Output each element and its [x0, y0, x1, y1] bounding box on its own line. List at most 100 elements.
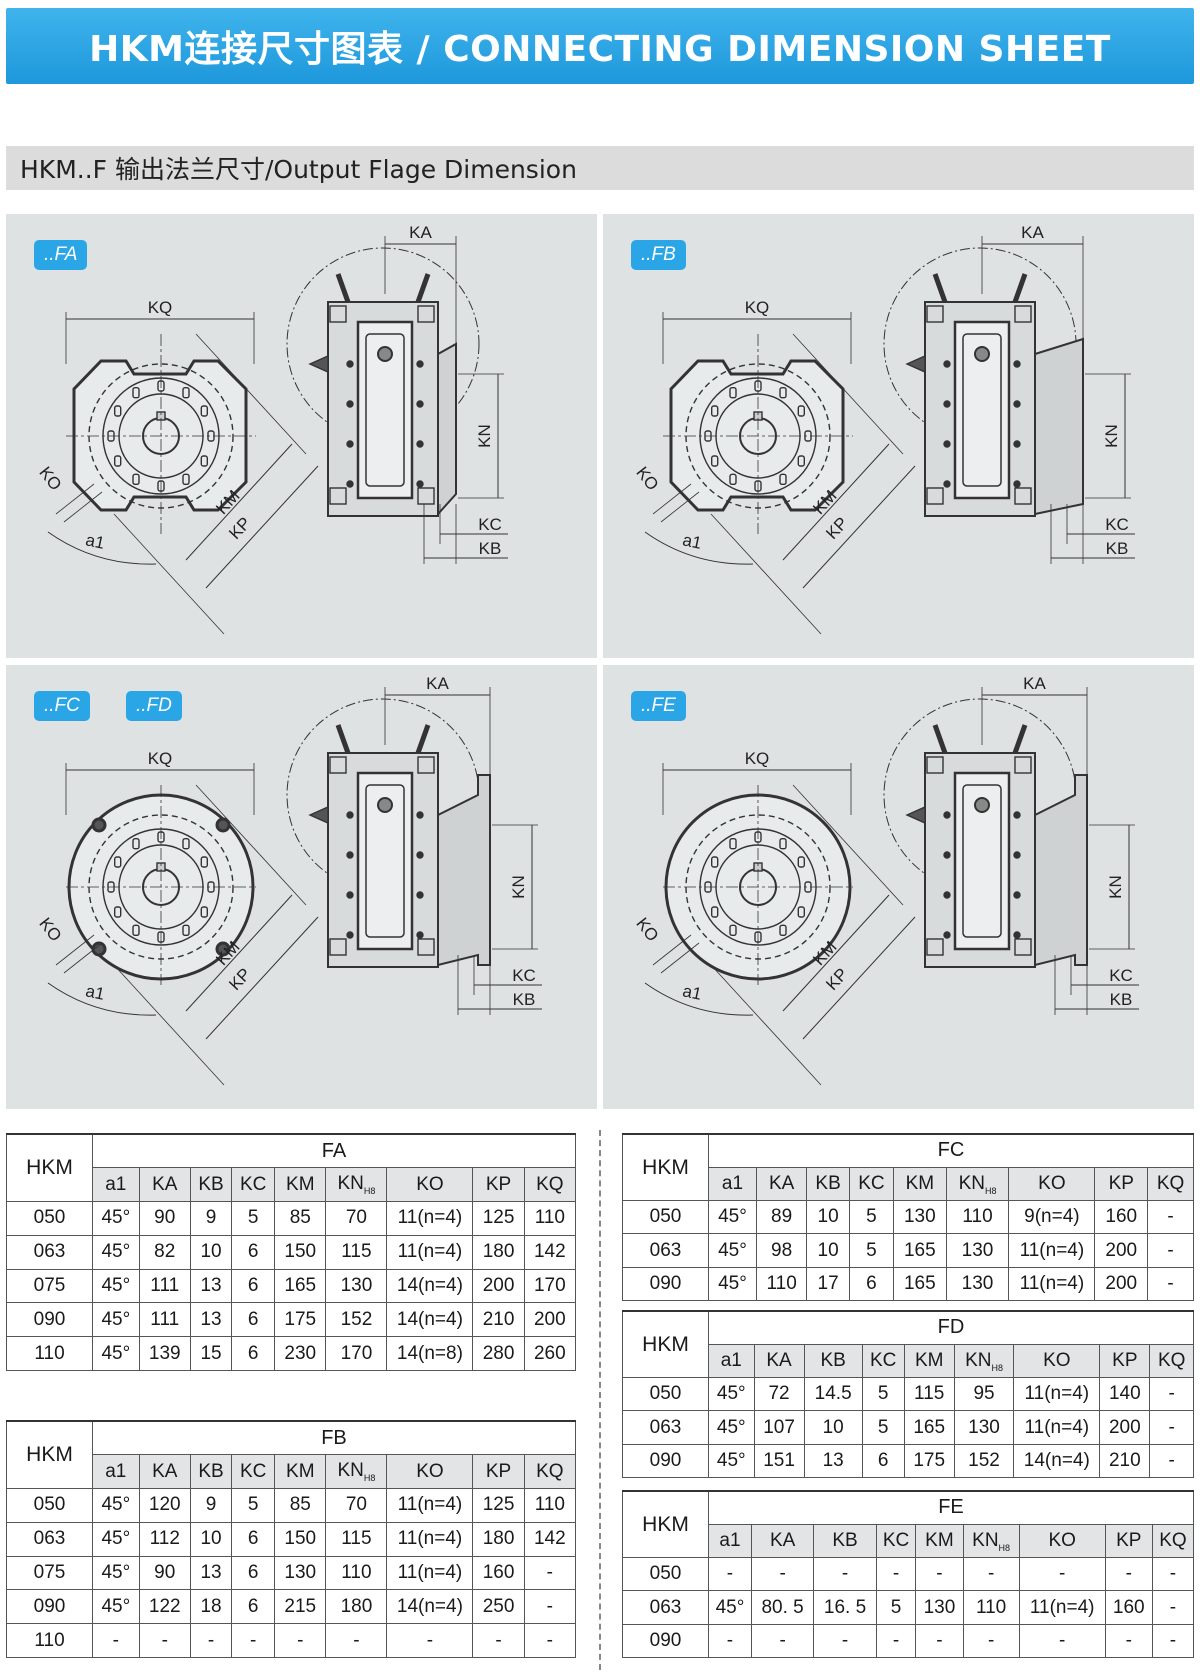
value-cell: -	[708, 1623, 752, 1659]
column-header-label: KC	[239, 1460, 267, 1482]
ko-label: KO	[632, 914, 662, 945]
value-cell: 130	[953, 1410, 1015, 1445]
value-cell: 130	[892, 1200, 947, 1235]
rib-slot	[113, 405, 122, 417]
column-header-cell: KO	[386, 1454, 474, 1490]
column-header-cell: KB	[189, 1454, 233, 1490]
a1-label: a1	[681, 530, 703, 553]
column-header-cell: KA	[755, 1166, 808, 1202]
value-cell: 45°	[92, 1268, 140, 1304]
bolt-dot	[416, 891, 424, 899]
column-header-cell: KQ	[523, 1454, 577, 1490]
rib-slot	[132, 924, 140, 937]
column-header-cell: KO	[386, 1167, 474, 1203]
value-cell: -	[1018, 1557, 1106, 1592]
kb-label: KB	[1110, 990, 1133, 1009]
value-cell: 5	[875, 1590, 917, 1625]
value-cell: -	[1147, 1200, 1194, 1235]
km-extension	[792, 784, 904, 906]
value-cell: -	[1151, 1590, 1195, 1625]
ko-leader	[63, 942, 103, 974]
column-header-cell: KM	[915, 1523, 964, 1559]
value-cell: 6	[231, 1521, 276, 1557]
value-cell: -	[274, 1623, 327, 1658]
cover-inner	[365, 333, 405, 487]
value-cell: 45°	[708, 1233, 757, 1268]
row-header-cell: HKM	[622, 1490, 709, 1559]
value-cell: 11(n=4)	[386, 1521, 474, 1557]
ko-leader	[652, 934, 692, 966]
vent-plug	[974, 346, 990, 362]
column-header-cell: KC	[848, 1166, 894, 1202]
column-header-label: KN	[972, 1529, 999, 1551]
value-cell: 98	[755, 1233, 808, 1268]
size-cell: 110	[6, 1336, 93, 1371]
value-cell: -	[1104, 1557, 1153, 1592]
value-cell: 152	[953, 1443, 1015, 1479]
value-cell: 110	[523, 1201, 577, 1236]
column-header-cell: KP	[1099, 1343, 1151, 1379]
flange-outline	[72, 359, 248, 512]
variant-tag: ..FA	[34, 240, 88, 270]
value-cell: 165	[892, 1233, 947, 1268]
mount-pad	[1014, 756, 1032, 774]
table-row: 050---------	[622, 1557, 1195, 1592]
size-cell: 063	[622, 1590, 709, 1625]
kc-label: KC	[512, 966, 536, 985]
kp-dimension-line	[205, 465, 319, 589]
value-cell: 122	[138, 1589, 191, 1625]
value-cell: 16. 5	[813, 1590, 877, 1625]
table-row: 110---------	[6, 1623, 577, 1658]
column-header-label: KB	[198, 1173, 224, 1195]
rib-slot	[729, 473, 737, 486]
value-cell: 45°	[92, 1521, 140, 1557]
column-header-cell: KB	[189, 1167, 233, 1203]
size-cell: 050	[622, 1200, 709, 1235]
value-cell: 130	[274, 1555, 327, 1591]
rib-slot	[710, 405, 719, 417]
mount-pad	[417, 487, 435, 505]
value-cell: 6	[231, 1589, 276, 1625]
column-header-cell: a1	[92, 1167, 140, 1203]
rib-slot	[132, 386, 140, 399]
value-cell: -	[523, 1623, 577, 1658]
bolt-dot	[416, 400, 424, 408]
bolt-dot	[943, 480, 951, 488]
value-cell: 10	[806, 1233, 850, 1268]
value-cell: 14(n=4)	[1013, 1443, 1101, 1479]
value-cell: 45°	[92, 1234, 140, 1270]
side-handle	[308, 354, 329, 374]
rib-slot	[729, 837, 737, 850]
column-header-cell: KB	[803, 1343, 863, 1379]
kb-label: KB	[513, 990, 536, 1009]
value-cell: 9	[189, 1488, 233, 1523]
column-header-subscript: H8	[363, 1186, 376, 1197]
bolt-dot	[346, 400, 354, 408]
column-header-label: KA	[768, 1172, 795, 1194]
rib-slot	[797, 405, 806, 417]
value-cell: 45°	[708, 1443, 755, 1479]
km-dimension-line	[185, 443, 293, 561]
value-cell: -	[915, 1557, 964, 1592]
value-cell: 9	[189, 1201, 233, 1236]
column-header-cell: KA	[750, 1523, 815, 1559]
column-header-cell: KC	[861, 1343, 905, 1379]
variant-tag: ..FB	[631, 240, 686, 270]
size-cell: 090	[622, 1443, 709, 1479]
kn-label: KN	[509, 875, 528, 899]
value-cell: 5	[231, 1488, 276, 1523]
value-cell: 13	[189, 1268, 233, 1304]
value-cell: 142	[523, 1234, 577, 1270]
column-header-label: KP	[485, 1173, 512, 1195]
size-cell: 050	[6, 1201, 93, 1236]
ko-leader	[55, 934, 95, 966]
rib-slot	[113, 455, 122, 467]
column-header-label: KP	[485, 1460, 512, 1482]
column-header-subscript: H8	[363, 1473, 376, 1484]
column-header-cell: KC	[231, 1454, 276, 1490]
ka-label: KA	[1021, 223, 1044, 242]
value-cell: 5	[861, 1377, 905, 1412]
